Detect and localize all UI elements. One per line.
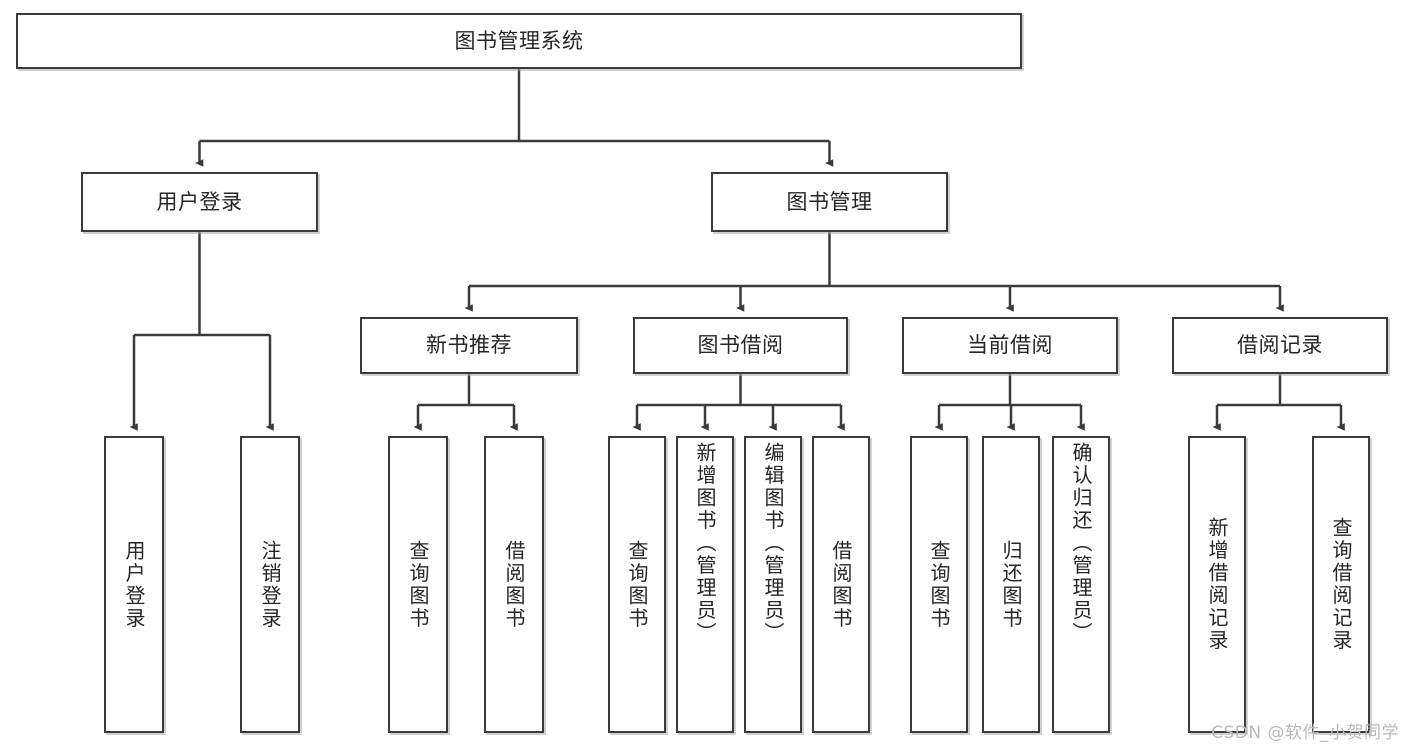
node-new-book-recommend[interactable]: 新书推荐 <box>360 317 578 374</box>
leaf-logout[interactable]: 注销登录 <box>240 436 300 733</box>
leaf-add-book-label: 新增图书（管理员） <box>693 442 717 645</box>
leaf-return-book[interactable]: 归还图书 <box>982 436 1040 733</box>
node-book-borrow[interactable]: 图书借阅 <box>633 317 848 374</box>
node-current-borrow[interactable]: 当前借阅 <box>902 317 1118 374</box>
node-new-book-recommend-label: 新书推荐 <box>426 333 512 358</box>
leaf-query-book-3[interactable]: 查询图书 <box>910 436 968 733</box>
leaf-return-book-label: 归还图书 <box>999 539 1023 630</box>
node-book-manage[interactable]: 图书管理 <box>711 172 948 232</box>
leaf-query-book-1-label: 查询图书 <box>406 539 430 630</box>
leaf-add-borrow-record-label: 新增借阅记录 <box>1205 517 1229 652</box>
node-book-borrow-label: 图书借阅 <box>697 333 784 358</box>
leaf-confirm-return-label: 确认归还（管理员） <box>1069 442 1093 645</box>
node-root-label: 图书管理系统 <box>454 28 584 53</box>
leaf-add-book[interactable]: 新增图书（管理员） <box>676 436 734 733</box>
leaf-borrow-book-2-label: 借阅图书 <box>829 539 853 630</box>
node-borrow-record-label: 借阅记录 <box>1237 333 1323 358</box>
leaf-query-book-3-label: 查询图书 <box>927 539 951 630</box>
node-user-login-label: 用户登录 <box>156 189 243 214</box>
leaf-confirm-return[interactable]: 确认归还（管理员） <box>1052 436 1110 733</box>
leaf-borrow-book-1[interactable]: 借阅图书 <box>484 436 544 733</box>
leaf-borrow-book-1-label: 借阅图书 <box>502 539 526 630</box>
leaf-query-book-1[interactable]: 查询图书 <box>388 436 448 733</box>
leaf-query-book-2-label: 查询图书 <box>625 539 649 630</box>
node-current-borrow-label: 当前借阅 <box>967 333 1053 358</box>
leaf-edit-book[interactable]: 编辑图书（管理员） <box>744 436 802 733</box>
leaf-query-borrow-record[interactable]: 查询借阅记录 <box>1312 436 1370 733</box>
leaf-edit-book-label: 编辑图书（管理员） <box>761 442 785 645</box>
leaf-query-book-2[interactable]: 查询图书 <box>608 436 666 733</box>
leaf-borrow-book-2[interactable]: 借阅图书 <box>812 436 870 733</box>
node-root[interactable]: 图书管理系统 <box>16 13 1022 69</box>
leaf-add-borrow-record[interactable]: 新增借阅记录 <box>1188 436 1246 733</box>
leaf-user-login[interactable]: 用户登录 <box>104 436 164 733</box>
leaf-query-borrow-record-label: 查询借阅记录 <box>1329 517 1353 652</box>
csdn-watermark: CSDN @软件_小贺同学 <box>1211 723 1399 743</box>
node-borrow-record[interactable]: 借阅记录 <box>1172 317 1388 374</box>
node-user-login[interactable]: 用户登录 <box>81 172 318 232</box>
leaf-logout-label: 注销登录 <box>258 539 282 630</box>
node-book-manage-label: 图书管理 <box>786 189 873 214</box>
leaf-user-login-label: 用户登录 <box>122 539 146 630</box>
